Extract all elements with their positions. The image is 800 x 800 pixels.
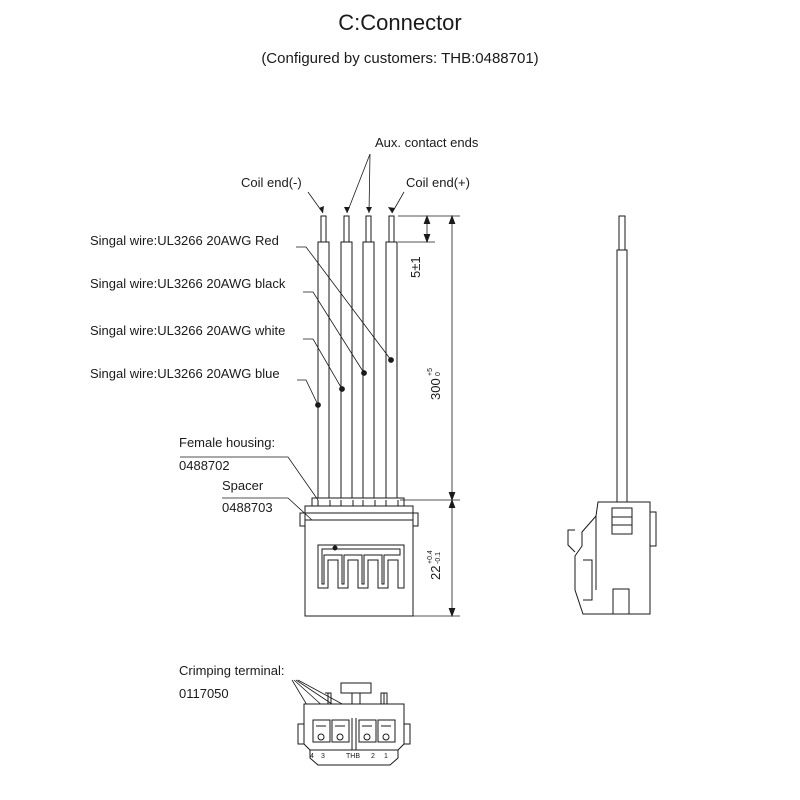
connector-side-view — [567, 215, 657, 615]
dim-wire-length: 300 +5 0 — [427, 368, 443, 400]
pin-label-2: 2 — [371, 753, 375, 760]
label-wire-white: Singal wire:UL3266 20AWG white — [90, 323, 285, 338]
callout-labels: Aux. contact ends Coil end(-) Coil end(+… — [90, 135, 479, 701]
label-crimping-terminal-pn: 0117050 — [179, 686, 229, 701]
pin-label-1: 1 — [384, 753, 388, 760]
dimension-lines — [398, 214, 460, 618]
label-wire-black: Singal wire:UL3266 20AWG black — [90, 276, 286, 291]
dim-housing-height: 22 +0.4 -0.1 — [427, 550, 443, 580]
label-spacer: Spacer — [222, 478, 264, 493]
diagram-title: C:Connector — [338, 10, 462, 35]
pin-label-4: 4 — [310, 753, 314, 760]
pin-labels: 4 3 THB 2 1 — [310, 753, 388, 760]
label-coil-end-plus: Coil end(+) — [406, 175, 470, 190]
label-wire-blue: Singal wire:UL3266 20AWG blue — [90, 366, 280, 381]
label-female-housing-pn: 0488702 — [179, 458, 230, 473]
dim-housing-height-tol-minus: -0.1 — [435, 552, 442, 564]
label-female-housing: Female housing: — [179, 435, 275, 450]
diagram-subtitle: (Configured by customers: THB:0488701) — [261, 50, 539, 67]
female-housing-front — [299, 497, 419, 617]
label-spacer-pn: 0488703 — [222, 500, 273, 515]
dim-housing-height-base: 22 — [428, 566, 443, 580]
dim-wire-length-tol-plus: +5 — [427, 368, 434, 376]
pin-label-3: 3 — [321, 753, 325, 760]
dim-wire-length-tol-minus: 0 — [435, 372, 442, 376]
pin-label-thb: THB — [346, 753, 360, 760]
label-crimping-terminal: Crimping terminal: — [179, 663, 284, 678]
dim-housing-height-tol-plus: +0.4 — [427, 550, 434, 564]
wire-bundle — [317, 215, 398, 501]
label-coil-end-minus: Coil end(-) — [241, 175, 302, 190]
connector-bottom-view — [297, 682, 411, 766]
dim-strip-length: 5±1 — [408, 256, 423, 278]
label-aux-contact-ends: Aux. contact ends — [375, 135, 479, 150]
dim-wire-length-base: 300 — [428, 378, 443, 400]
label-wire-red: Singal wire:UL3266 20AWG Red — [90, 233, 279, 248]
